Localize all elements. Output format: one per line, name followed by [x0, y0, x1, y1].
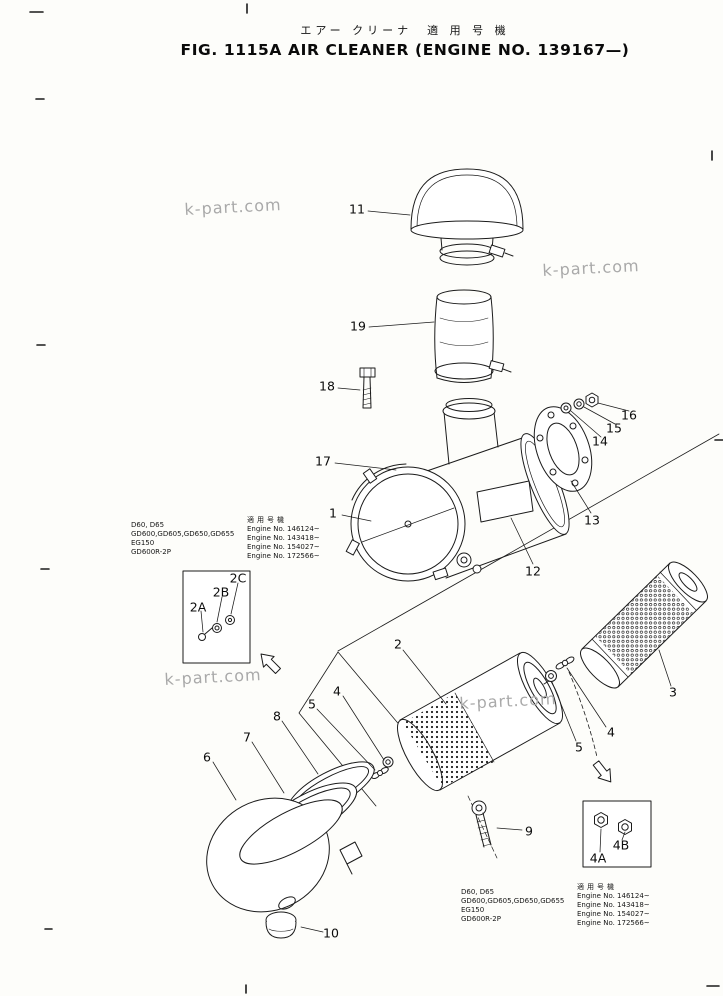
page-title: FIG. 1115A AIR CLEANER (ENGINE NO. 13916…: [180, 41, 630, 59]
registration-marks: [29, 3, 723, 994]
engine-number: Engine No. 143418~: [577, 901, 650, 909]
part-14-washer: [560, 402, 572, 414]
engine-number: Engine No. 146124~: [577, 892, 650, 900]
table-header: 適用号機: [247, 516, 287, 524]
model-name: D60, D65: [461, 888, 495, 896]
washer-left: [382, 756, 394, 768]
callout-part-5-right: 5: [575, 739, 583, 755]
model-name: GD600R-2P: [461, 915, 501, 923]
callout-part-15: 15: [606, 420, 622, 436]
callout-part-2b: 2B: [212, 584, 230, 600]
part-10-dust-cap: [265, 911, 297, 939]
part-6-dust-cup: [206, 797, 363, 913]
engine-number: Engine No. 154027~: [247, 543, 320, 551]
callout-part-3: 3: [669, 684, 677, 700]
engine-number: Engine No. 143418~: [247, 534, 320, 542]
model-name: GD600,GD605,GD650,GD655: [461, 897, 565, 905]
part-16-nut: [585, 392, 599, 408]
engine-number: Engine No. 154027~: [577, 910, 650, 918]
model-name: EG150: [131, 539, 155, 547]
part-15-lock-washer: [573, 398, 585, 410]
callout-part-13: 13: [584, 512, 600, 528]
callout-part-4-left: 4: [333, 683, 341, 699]
callout-part-19: 19: [350, 318, 366, 334]
callout-part-2: 2: [394, 636, 402, 652]
engine-number: Engine No. 172566~: [247, 552, 320, 560]
callout-part-4-right: 4: [607, 724, 615, 740]
exploded-path-line: [568, 671, 598, 758]
applicability-table-left: D60, D65 GD600,GD605,GD650,GD655 EG150 G…: [131, 516, 320, 561]
callout-part-10: 10: [323, 925, 339, 941]
callout-part-17: 17: [315, 453, 331, 469]
page-title-japanese: エアー クリーナ 適 用 号 機: [300, 24, 510, 37]
part-2-element: [397, 651, 563, 792]
table-header: 適用号機: [577, 883, 617, 891]
part-3-inner-element: [580, 561, 708, 689]
callout-part-2a: 2A: [189, 599, 207, 615]
part-1-housing: [345, 398, 570, 582]
part-12-plate: [476, 480, 534, 523]
engine-number: Engine No. 146124~: [247, 525, 320, 533]
arrow-to-inset-nut: [592, 760, 612, 783]
callout-part-4a: 4A: [589, 850, 607, 866]
model-list: D60, D65 GD600,GD605,GD650,GD655 EG150 G…: [131, 516, 247, 561]
part-9-wing-bolt: [467, 795, 498, 859]
callout-part-7: 7: [243, 729, 251, 745]
callout-part-1: 1: [329, 505, 337, 521]
part-11-cap: [410, 168, 524, 266]
callout-part-14: 14: [592, 433, 608, 449]
callout-part-4b: 4B: [612, 837, 630, 853]
engine-list: 適用号機 Engine No. 146124~ Engine No. 14341…: [577, 883, 650, 928]
separator-lines: [298, 433, 720, 807]
model-name: GD600R-2P: [131, 548, 171, 556]
engine-list: 適用号機 Engine No. 146124~ Engine No. 14341…: [247, 516, 320, 561]
wing-nut-left: [371, 766, 389, 780]
part-18-bolt: [359, 367, 376, 409]
callout-part-2c: 2C: [229, 570, 247, 586]
model-name: GD600,GD605,GD650,GD655: [131, 530, 235, 538]
applicability-table-bottom: D60, D65 GD600,GD605,GD650,GD655 EG150 G…: [461, 883, 650, 928]
part-4-wing-nut: [555, 656, 575, 670]
engine-number: Engine No. 172566~: [577, 919, 650, 927]
page-header: エアー クリーナ 適 用 号 機 FIG. 1115A AIR CLEANER …: [95, 22, 715, 59]
part-13-gasket: [533, 406, 593, 492]
model-list: D60, D65 GD600,GD605,GD650,GD655 EG150 G…: [461, 883, 577, 928]
part-5-washer: [545, 670, 557, 682]
part-19-hose: [434, 289, 512, 383]
callout-part-18: 18: [319, 378, 335, 394]
callout-part-6: 6: [203, 749, 211, 765]
arrow-to-inset-element: [260, 653, 281, 674]
model-name: EG150: [461, 906, 485, 914]
callout-part-8: 8: [273, 708, 281, 724]
callout-part-9: 9: [525, 823, 533, 839]
callout-part-5-left: 5: [308, 696, 316, 712]
leader-lines: [200, 210, 672, 933]
model-name: D60, D65: [131, 521, 165, 529]
inset-box-element-hardware: [182, 570, 251, 664]
callout-part-16: 16: [621, 407, 637, 423]
callout-part-11: 11: [349, 201, 365, 217]
callout-part-12: 12: [525, 563, 541, 579]
inset-box-nut-hardware: [582, 800, 652, 868]
